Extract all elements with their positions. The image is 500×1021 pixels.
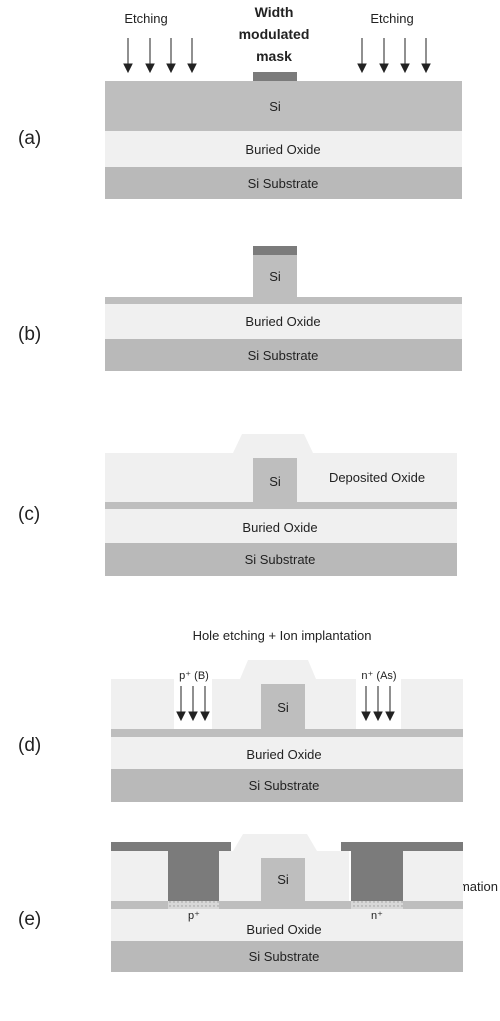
p-doped-region xyxy=(168,901,219,909)
si-label: Si xyxy=(269,474,281,489)
mask-label-line1: Width xyxy=(255,4,294,20)
mask-label-line2: modulated xyxy=(239,26,310,42)
si-label: Si xyxy=(269,269,281,284)
metal-top-left xyxy=(111,842,231,851)
mask-layer xyxy=(253,246,297,255)
n-doped-region xyxy=(351,901,403,909)
etching-arrows-left xyxy=(123,38,197,74)
panel-e: (e) Metal contact formation Si p⁺ n⁺ Bur… xyxy=(18,834,498,972)
panel-b-label: (b) xyxy=(18,324,41,345)
si-fin xyxy=(261,858,305,901)
si-fin xyxy=(261,684,305,729)
implant-arrows-right xyxy=(361,686,395,722)
mask-layer xyxy=(253,72,297,81)
buried-oxide-label: Buried Oxide xyxy=(245,314,320,329)
si-fin xyxy=(253,458,297,502)
si-thin-layer xyxy=(111,901,463,909)
substrate-layer xyxy=(105,339,462,371)
substrate-layer xyxy=(105,543,457,576)
buried-oxide-label: Buried Oxide xyxy=(242,520,317,535)
panel-a-label: (a) xyxy=(18,128,41,149)
panel-c: (c) Deposited Oxide Si Buried Oxide Si S… xyxy=(18,434,457,576)
substrate-label: Si Substrate xyxy=(249,778,320,793)
oxide-right xyxy=(403,851,463,901)
metal-top-right xyxy=(341,842,463,851)
buried-oxide-layer xyxy=(105,304,462,339)
substrate-label: Si Substrate xyxy=(245,552,316,567)
si-thin-layer xyxy=(111,729,463,737)
buried-oxide-layer xyxy=(105,509,457,543)
substrate-layer xyxy=(111,941,463,972)
buried-oxide-layer xyxy=(111,737,463,769)
oxide-left xyxy=(111,851,168,901)
etching-left-label: Etching xyxy=(124,11,167,26)
metal-contact-left xyxy=(168,851,219,901)
buried-oxide-label: Buried Oxide xyxy=(245,142,320,157)
implant-arrows-left xyxy=(176,686,210,722)
panel-d-title: Hole etching + Ion implantation xyxy=(193,628,372,643)
buried-oxide-label: Buried Oxide xyxy=(246,747,321,762)
si-label: Si xyxy=(277,872,289,887)
n-region-label: n⁺ xyxy=(371,910,383,922)
si-thin-layer xyxy=(105,297,462,304)
oxide-left xyxy=(111,679,174,729)
etching-arrows-right xyxy=(357,38,431,74)
substrate-label: Si Substrate xyxy=(248,348,319,363)
p-region-label: p⁺ xyxy=(188,910,200,922)
oxide-right xyxy=(401,679,463,729)
deposited-oxide-label: Deposited Oxide xyxy=(329,470,425,485)
si-label: Si xyxy=(277,700,289,715)
substrate-label: Si Substrate xyxy=(248,176,319,191)
metal-contact-right xyxy=(351,851,403,901)
buried-oxide-label: Buried Oxide xyxy=(246,922,321,937)
panel-e-label: (e) xyxy=(18,909,41,930)
buried-oxide-layer xyxy=(111,909,463,941)
panel-b: (b) Si Buried Oxide Si Substrate xyxy=(18,246,462,371)
panel-c-label: (c) xyxy=(18,504,40,525)
substrate-layer xyxy=(105,167,462,199)
mask-label-line3: mask xyxy=(256,48,292,64)
panel-d: (d) Hole etching + Ion implantation p⁺ (… xyxy=(18,628,463,802)
buried-oxide-layer xyxy=(105,131,462,167)
si-thin-layer xyxy=(105,502,457,509)
panel-a: (a) Etching Etching Width modulated mask… xyxy=(18,4,462,199)
si-fin xyxy=(253,255,297,297)
si-label: Si xyxy=(269,99,281,114)
si-layer xyxy=(105,81,462,131)
etching-right-label: Etching xyxy=(370,11,413,26)
p-implant-label: p⁺ (B) xyxy=(179,670,209,682)
substrate-layer xyxy=(111,769,463,802)
panel-d-label: (d) xyxy=(18,735,41,756)
n-implant-label: n⁺ (As) xyxy=(361,670,396,682)
substrate-label: Si Substrate xyxy=(249,949,320,964)
